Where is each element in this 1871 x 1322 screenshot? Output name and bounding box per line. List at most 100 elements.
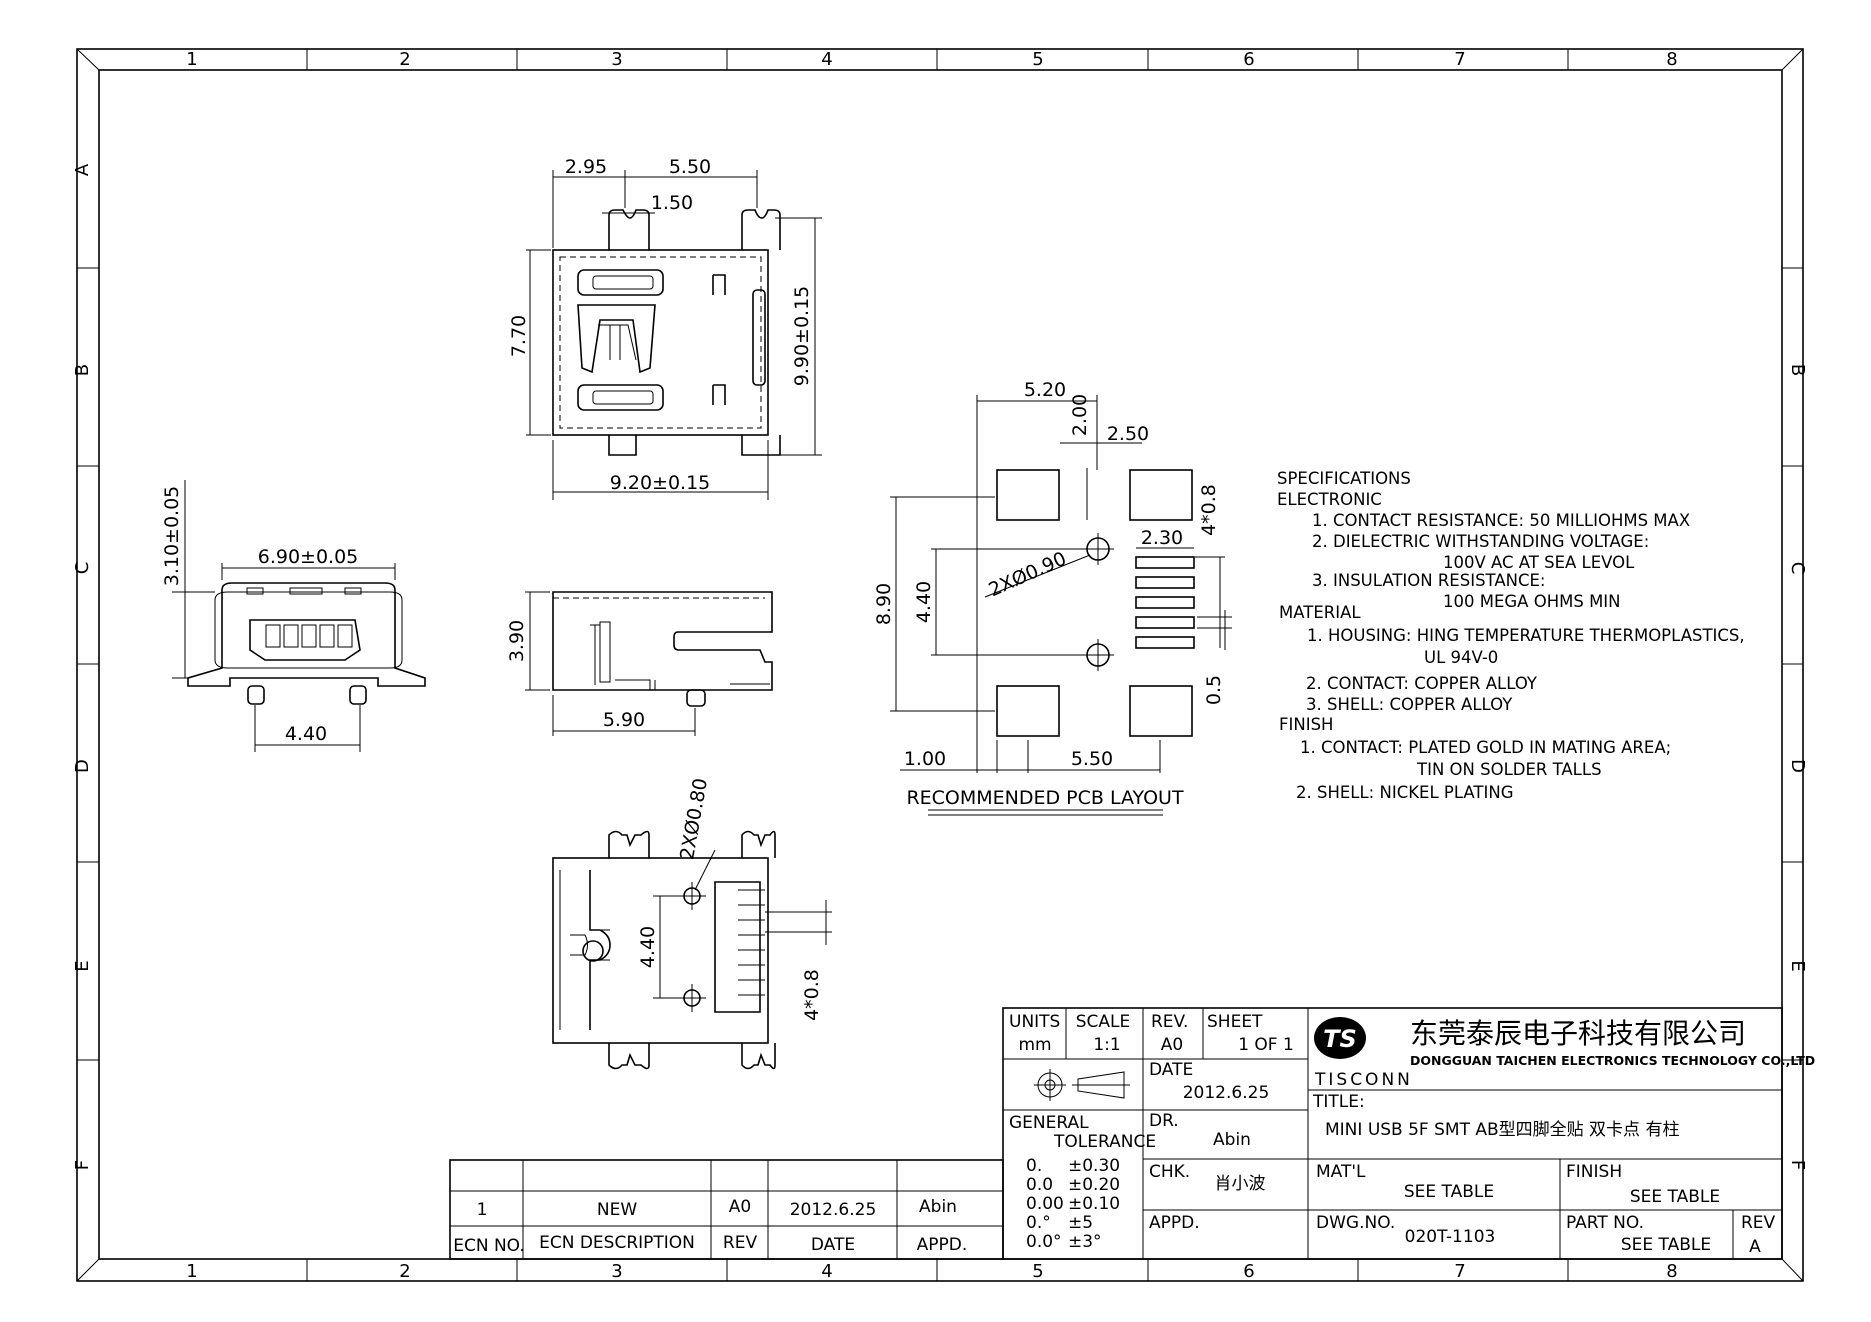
zone-row-f-right: F (1787, 1160, 1808, 1170)
dim-front-3-10: 3.10±0.05 (161, 486, 183, 587)
tolerance-label-general: GENERAL (1009, 1113, 1089, 1133)
spec-line-contact-resistance: 1. CONTACT RESISTANCE: 50 MILLIOHMS MAX (1312, 511, 1690, 530)
zone-col-3: 3 (611, 49, 622, 70)
dim-pcb-holes: 2XØ0.90 (985, 548, 1069, 602)
zone-row-c-right: C (1787, 562, 1808, 575)
tolerance-label: TOLERANCE (1053, 1132, 1156, 1152)
spec-electronic: ELECTRONIC (1277, 490, 1382, 509)
dim-pcb-0-5: 0.5 (1203, 675, 1225, 705)
tol-0-key: 0. (1026, 1156, 1042, 1176)
zone-col-4-bottom: 4 (821, 1261, 832, 1282)
dim-pcb-2-50: 2.50 (1107, 423, 1149, 445)
scale-label: SCALE (1076, 1012, 1131, 1032)
ecn-header-description: ECN DESCRIPTION (539, 1233, 695, 1253)
spec-line-tin: TIN ON SOLDER TALLS (1416, 760, 1602, 779)
zone-row-e-right: E (1787, 960, 1808, 971)
dim-side-3-90: 3.90 (506, 620, 528, 662)
tol-0-value: ±0.30 (1068, 1156, 1120, 1176)
finish-label: FINISH (1566, 1162, 1622, 1182)
zone-col-2-bottom: 2 (399, 1261, 410, 1282)
ecn-row-1-no: 1 (477, 1200, 488, 1220)
sheet-label: SHEET (1207, 1012, 1263, 1032)
ecn-header-appd: APPD. (917, 1235, 968, 1255)
pcb-layout-view: 5.20 2.00 2.50 4*0.8 2.30 2XØ0.90 4.40 8… (873, 379, 1232, 816)
zone-col-1-bottom: 1 (186, 1261, 197, 1282)
rev2-value: A (1749, 1237, 1761, 1257)
company-name-en: DONGGUAN TAICHEN ELECTRONICS TECHNOLOGY … (1410, 1053, 1815, 1068)
zone-row-a: A (72, 163, 93, 176)
side-view: 3.90 5.90 (506, 591, 773, 736)
zone-col-1: 1 (186, 49, 197, 70)
units-label: UNITS (1009, 1012, 1060, 1032)
zone-col-8: 8 (1666, 49, 1677, 70)
spec-line-ul: UL 94V-0 (1424, 648, 1498, 667)
rev-value: A0 (1161, 1035, 1183, 1055)
zone-col-2: 2 (399, 49, 410, 70)
dim-front-6-90: 6.90±0.05 (258, 546, 359, 568)
dim-bottom-4-40: 4.40 (637, 926, 659, 968)
scale-value: 1:1 (1093, 1035, 1120, 1055)
dr-label: DR. (1149, 1111, 1179, 1131)
units-value: mm (1018, 1035, 1051, 1055)
tol-3-key: 0.° (1026, 1213, 1051, 1233)
ecn-table: 1 NEW A0 2012.6.25 Abin ECN NO. ECN DESC… (449, 1159, 1004, 1260)
zone-col-7: 7 (1454, 49, 1465, 70)
dim-top-9-20: 9.20±0.15 (610, 472, 711, 494)
matl-label: MAT'L (1316, 1162, 1366, 1182)
dim-pcb-5-50: 5.50 (1071, 748, 1113, 770)
dim-top-2-95: 2.95 (565, 156, 607, 178)
zone-row-f: F (72, 1160, 93, 1170)
zone-row-d: D (72, 759, 93, 773)
dim-top-7-70: 7.70 (508, 315, 530, 357)
tol-4-value: ±3° (1068, 1232, 1102, 1252)
chk-label: CHK. (1149, 1162, 1190, 1182)
zone-col-6-bottom: 6 (1243, 1261, 1254, 1282)
spec-line-shell: 3. SHELL: COPPER ALLOY (1306, 695, 1513, 714)
bottom-view: 4.40 2XØ0.80 4*0.8 (552, 776, 832, 1070)
spec-line-dielectric: 2. DIELECTRIC WITHSTANDING VOLTAGE: (1312, 532, 1649, 551)
spec-heading: SPECIFICATIONS (1277, 469, 1411, 488)
dim-pcb-8-90: 8.90 (873, 583, 895, 625)
dim-pcb-4-40: 4.40 (913, 581, 935, 623)
ecn-header-date: DATE (811, 1235, 855, 1255)
company-logo: TS (1314, 1017, 1366, 1059)
spec-line-housing: 1. HOUSING: HING TEMPERATURE THERMOPLAST… (1307, 626, 1745, 645)
zone-col-8-bottom: 8 (1666, 1261, 1677, 1282)
rev-label: REV. (1151, 1012, 1188, 1032)
drawing-frame: 1 2 3 4 5 6 7 8 1 2 3 4 5 6 7 8 A B C D … (72, 48, 1808, 1282)
matl-value: SEE TABLE (1404, 1182, 1494, 1202)
dim-top-9-90: 9.90±0.15 (791, 286, 813, 387)
tol-1-key: 0.0 (1026, 1175, 1053, 1195)
dr-value: Abin (1213, 1130, 1251, 1150)
pcb-layout-caption: RECOMMENDED PCB LAYOUT (906, 787, 1184, 809)
dim-pcb-1-00: 1.00 (904, 748, 946, 770)
spec-material: MATERIAL (1279, 603, 1361, 622)
spec-finish: FINISH (1279, 715, 1333, 734)
zone-col-5-bottom: 5 (1032, 1261, 1043, 1282)
zone-col-6: 6 (1243, 49, 1254, 70)
date-label: DATE (1149, 1060, 1193, 1080)
ecn-row-1-rev: A0 (729, 1197, 751, 1217)
tol-1-value: ±0.20 (1068, 1175, 1120, 1195)
company-name-cn: 东莞泰辰电子科技有限公司 (1410, 1017, 1746, 1050)
date-value: 2012.6.25 (1183, 1083, 1270, 1103)
dim-pcb-5-20: 5.20 (1024, 379, 1066, 401)
zone-row-c: C (72, 562, 93, 575)
zone-col-5: 5 (1032, 49, 1043, 70)
specifications: SPECIFICATIONS ELECTRONIC 1. CONTACT RES… (1277, 469, 1745, 802)
dim-pcb-2-30: 2.30 (1141, 527, 1183, 549)
dim-side-5-90: 5.90 (603, 709, 645, 731)
partno-value: SEE TABLE (1621, 1235, 1711, 1255)
dwgno-value: 020T-1103 (1405, 1227, 1496, 1247)
zone-row-d-right: D (1787, 759, 1808, 773)
tol-2-value: ±0.10 (1068, 1194, 1120, 1214)
zone-row-e: E (72, 960, 93, 971)
sheet-value: 1 OF 1 (1238, 1035, 1294, 1055)
partno-label: PART NO. (1566, 1213, 1644, 1233)
projection-symbol (1034, 1069, 1130, 1101)
tol-4-key: 0.0° (1026, 1232, 1062, 1252)
zone-col-7-bottom: 7 (1454, 1261, 1465, 1282)
dim-bottom-pitch: 4*0.8 (801, 969, 823, 1021)
dim-pcb-2-00: 2.00 (1069, 394, 1091, 436)
spec-line-shell-plating: 2. SHELL: NICKEL PLATING (1296, 783, 1514, 802)
